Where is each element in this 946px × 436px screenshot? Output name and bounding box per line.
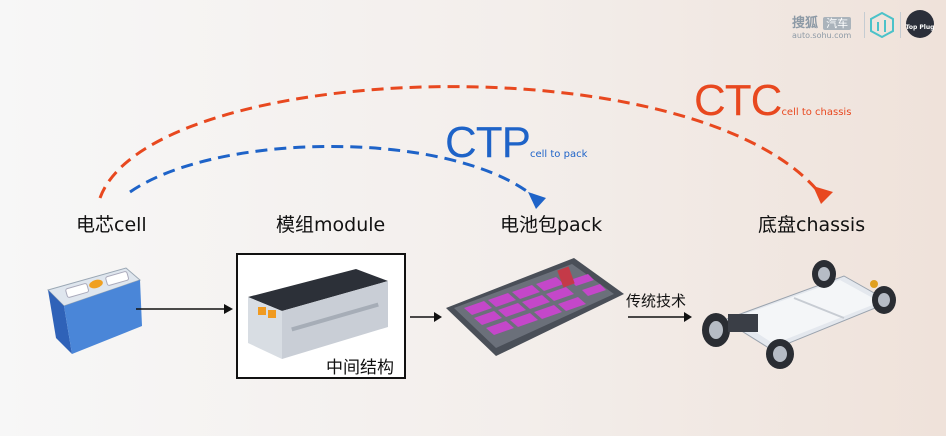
- stage-cell-label: 电芯cell: [76, 214, 147, 236]
- brand-divider: [864, 12, 865, 38]
- ctp-abbr: CTP: [445, 118, 531, 167]
- ctp-arrowhead: [528, 192, 546, 209]
- ctp-arc: [129, 145, 540, 202]
- arrow-module-to-pack: [410, 312, 442, 322]
- ctc-label: CTCcell to chassis: [694, 76, 851, 126]
- traditional-label: 传统技术: [626, 292, 687, 310]
- ctp-full: cell to pack: [530, 149, 588, 160]
- arrow-cell-to-module: [136, 304, 233, 314]
- ctp-label: CTPcell to pack: [445, 118, 587, 168]
- brand-tag: 汽车: [823, 17, 852, 30]
- sohu-auto-logo: 搜狐 汽车 auto.sohu.com: [792, 12, 851, 40]
- brand-divider-2: [900, 12, 901, 38]
- chassis-image: [702, 260, 896, 369]
- stage-chassis-label: 底盘chassis: [758, 214, 866, 236]
- cube-logo-icon: [870, 12, 894, 38]
- ctc-arrowhead: [813, 186, 833, 204]
- stage-pack-label: 电池包pack: [500, 214, 603, 236]
- brand-name: 搜狐: [792, 16, 819, 31]
- ctc-abbr: CTC: [694, 76, 782, 125]
- topplug-logo-text: Top Plug: [905, 24, 935, 31]
- brand-url: auto.sohu.com: [792, 31, 852, 40]
- battery-module-image: [248, 269, 388, 359]
- ctc-arc: [98, 85, 824, 199]
- stage-module-label: 模组module: [276, 214, 386, 236]
- module-caption: 中间结构: [326, 358, 394, 378]
- module-box: 中间结构: [236, 253, 406, 379]
- topplug-logo-icon: [906, 10, 934, 38]
- battery-cell-image: [47, 267, 142, 354]
- arrow-pack-to-chassis: [628, 312, 692, 322]
- battery-pack-image: [446, 258, 624, 356]
- ctc-full: cell to chassis: [781, 107, 852, 118]
